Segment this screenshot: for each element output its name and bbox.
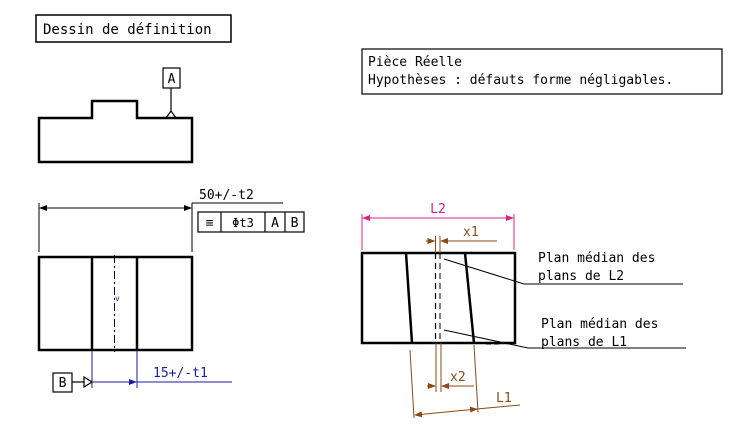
datum-b-triangle — [83, 375, 94, 389]
tolerance-value: Φt3 — [232, 216, 254, 230]
symmetry-symbol: ≡ — [206, 216, 214, 231]
note-line-1: Pièce Réelle — [368, 55, 462, 70]
tolerance-frame: ≡ Φt3 A B — [197, 211, 305, 233]
callout-l1-line-2: plans de L1 — [541, 335, 627, 350]
callout-l2-line-1: Plan médian des — [538, 251, 655, 266]
datum-a-label: A — [168, 72, 176, 87]
length-dimension-text: 50+/-t2 — [199, 188, 254, 203]
offset-dimension-text: 15+/-t1 — [153, 366, 208, 381]
callout-l1-line-1: Plan médian des — [541, 317, 658, 332]
l1-label: L1 — [496, 391, 512, 406]
top-view: 50+/-t2 ≡ Φt3 A B v 15+/-t1 B — [37, 188, 305, 393]
l2-label: L2 — [430, 202, 446, 217]
title-box: Dessin de définition — [35, 14, 232, 43]
x2-label: x2 — [450, 370, 466, 385]
callout-l2-line-2: plans de L2 — [538, 269, 624, 284]
title-text: Dessin de définition — [43, 22, 212, 38]
real-part-view: L2 x1 x2 L1 Plan médian des plans — [360, 202, 686, 419]
datum-a-triangle — [165, 109, 177, 119]
small-mark: v — [115, 294, 120, 303]
note-box: Pièce Réelle Hypothèses : défauts forme … — [361, 48, 723, 95]
datum-b-label: B — [59, 376, 67, 391]
note-line-2: Hypothèses : défauts forme négligables. — [368, 73, 673, 88]
tolerance-ref-a: A — [271, 216, 279, 231]
l1-dimension-line — [414, 406, 478, 418]
tolerance-ref-b: B — [291, 216, 299, 231]
datum-b-frame — [52, 372, 73, 393]
side-view: A — [37, 67, 194, 164]
x1-label: x1 — [463, 225, 479, 240]
datum-a-frame — [162, 67, 181, 89]
